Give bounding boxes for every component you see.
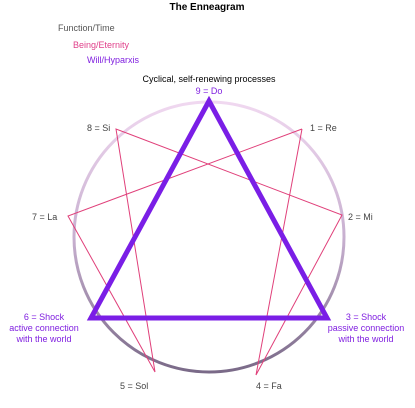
diagram-title: The Enneagram — [169, 2, 244, 13]
legend-function-time: Function/Time — [58, 23, 115, 33]
point-label-1-re: 1 = Re — [310, 123, 337, 133]
point-label-7-la: 7 = La — [32, 212, 57, 222]
circle-caption: Cyclical, self-renewing processes — [142, 74, 276, 84]
point-label-9-do: 9 = Do — [196, 86, 223, 96]
triangle-9-3-6 — [86, 95, 332, 321]
svg-text:3 = Shock: 3 = Shock — [346, 312, 387, 322]
point-label-8-si: 8 = Si — [87, 123, 110, 133]
process-circle — [72, 100, 346, 374]
svg-text:with the world: with the world — [337, 334, 393, 344]
svg-text:6 = Shock: 6 = Shock — [24, 312, 65, 322]
legend-being-eternity: Being/Eternity — [73, 40, 130, 50]
point-label-3-shock: 3 = Shock passive connection with the wo… — [328, 312, 405, 344]
legend-will-hyparxis: Will/Hyparxis — [87, 55, 140, 65]
svg-text:active connection: active connection — [9, 323, 79, 333]
svg-text:with the world: with the world — [15, 334, 71, 344]
hexad-lines — [67, 128, 343, 376]
svg-text:passive connection: passive connection — [328, 323, 405, 333]
point-label-2-mi: 2 = Mi — [348, 212, 373, 222]
point-label-5-sol: 5 = Sol — [120, 381, 148, 391]
point-label-4-fa: 4 = Fa — [256, 381, 282, 391]
point-label-6-shock: 6 = Shock active connection with the wor… — [9, 312, 79, 344]
